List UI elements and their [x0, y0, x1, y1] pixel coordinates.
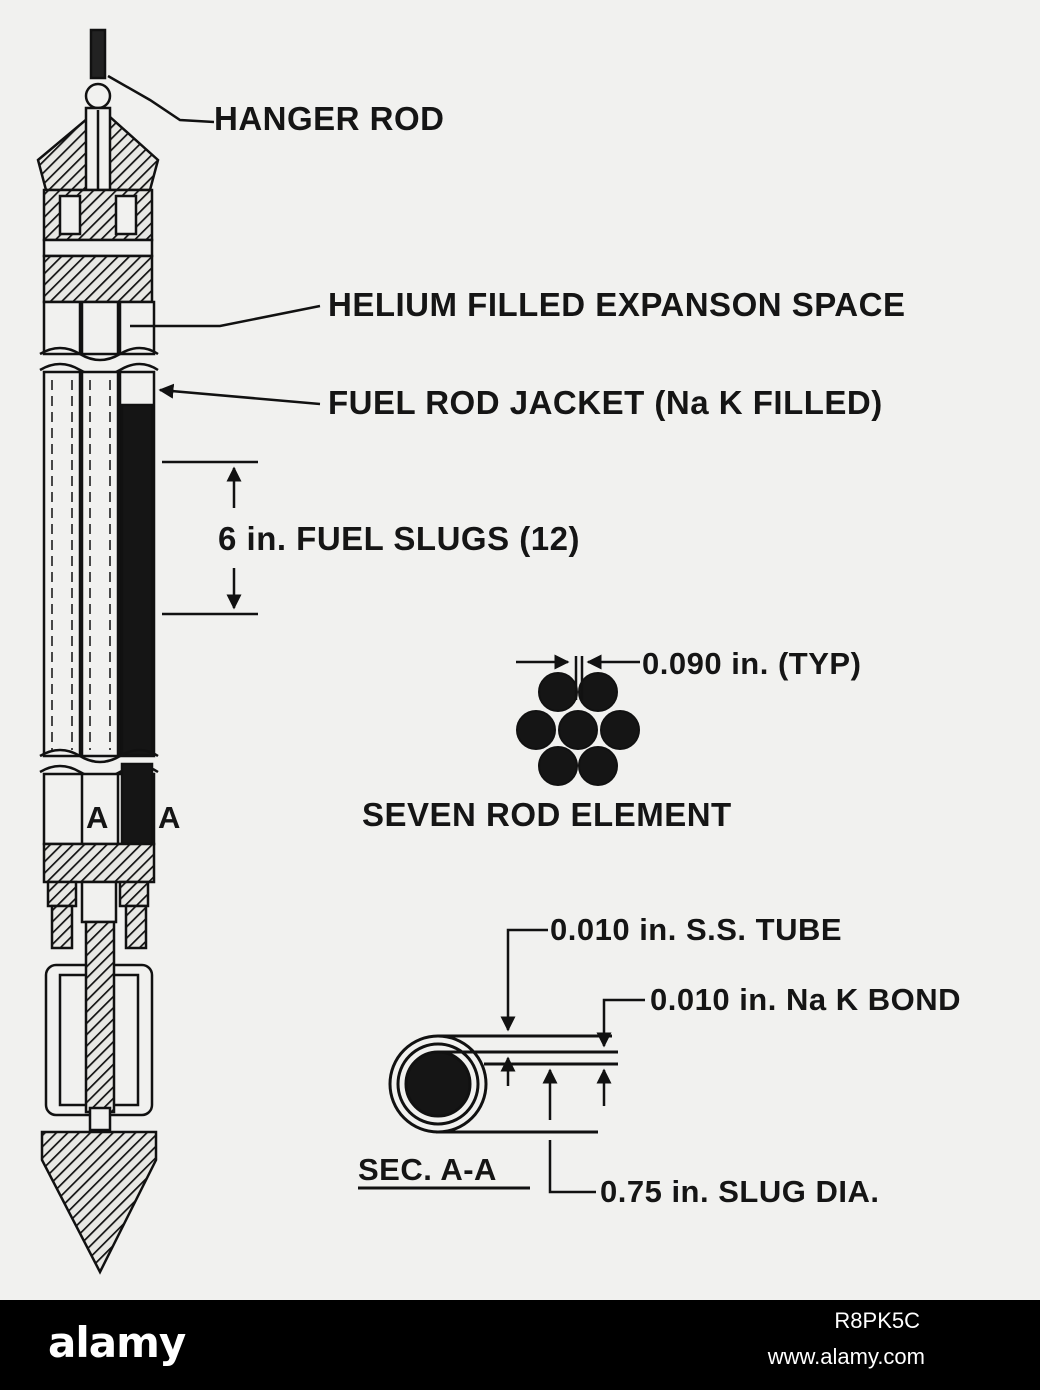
brand-logo: alamy [48, 1318, 186, 1367]
section-mark-left: A [86, 800, 109, 835]
label-hanger-rod: HANGER ROD [214, 100, 445, 137]
bottom-rod [84, 920, 116, 1114]
image-id: R8PK5C [834, 1308, 920, 1333]
fuel-element-drawing [36, 28, 645, 1275]
hanger-ring [84, 82, 112, 110]
leader-lines [107, 74, 321, 616]
label-typ-dim: 0.090 in. (TYP) [642, 646, 862, 681]
seven-rod-element [516, 654, 640, 786]
tube-mid [80, 370, 120, 758]
tube-left [42, 370, 82, 758]
nose-cone [40, 1130, 158, 1275]
label-helium-space: HELIUM FILLED EXPANSON SPACE [328, 286, 906, 323]
hanger-rod [89, 28, 107, 80]
tube-mid-upper [80, 300, 120, 356]
section-a-a [358, 928, 645, 1194]
site-url: www.alamy.com [767, 1344, 925, 1369]
tube-right-upper [118, 300, 156, 356]
label-nak-bond: 0.010 in. Na K BOND [650, 982, 961, 1017]
fuel-element-assembly [36, 28, 160, 1275]
tube-left-upper [42, 300, 82, 356]
label-section-a-a: SEC. A-A [358, 1152, 497, 1187]
label-slug-dia: 0.75 in. SLUG DIA. [600, 1174, 880, 1209]
label-fuel-slugs: 6 in. FUEL SLUGS (12) [218, 520, 580, 557]
watermark-footer: alamy R8PK5C www.alamy.com [0, 1300, 1040, 1390]
section-mark-right: A [158, 800, 181, 835]
label-seven-rod-element: SEVEN ROD ELEMENT [362, 796, 732, 833]
fuel-slug-column [120, 403, 154, 757]
label-ss-tube: 0.010 in. S.S. TUBE [550, 912, 843, 947]
label-fuel-rod-jacket: FUEL ROD JACKET (Na K FILLED) [328, 384, 883, 421]
